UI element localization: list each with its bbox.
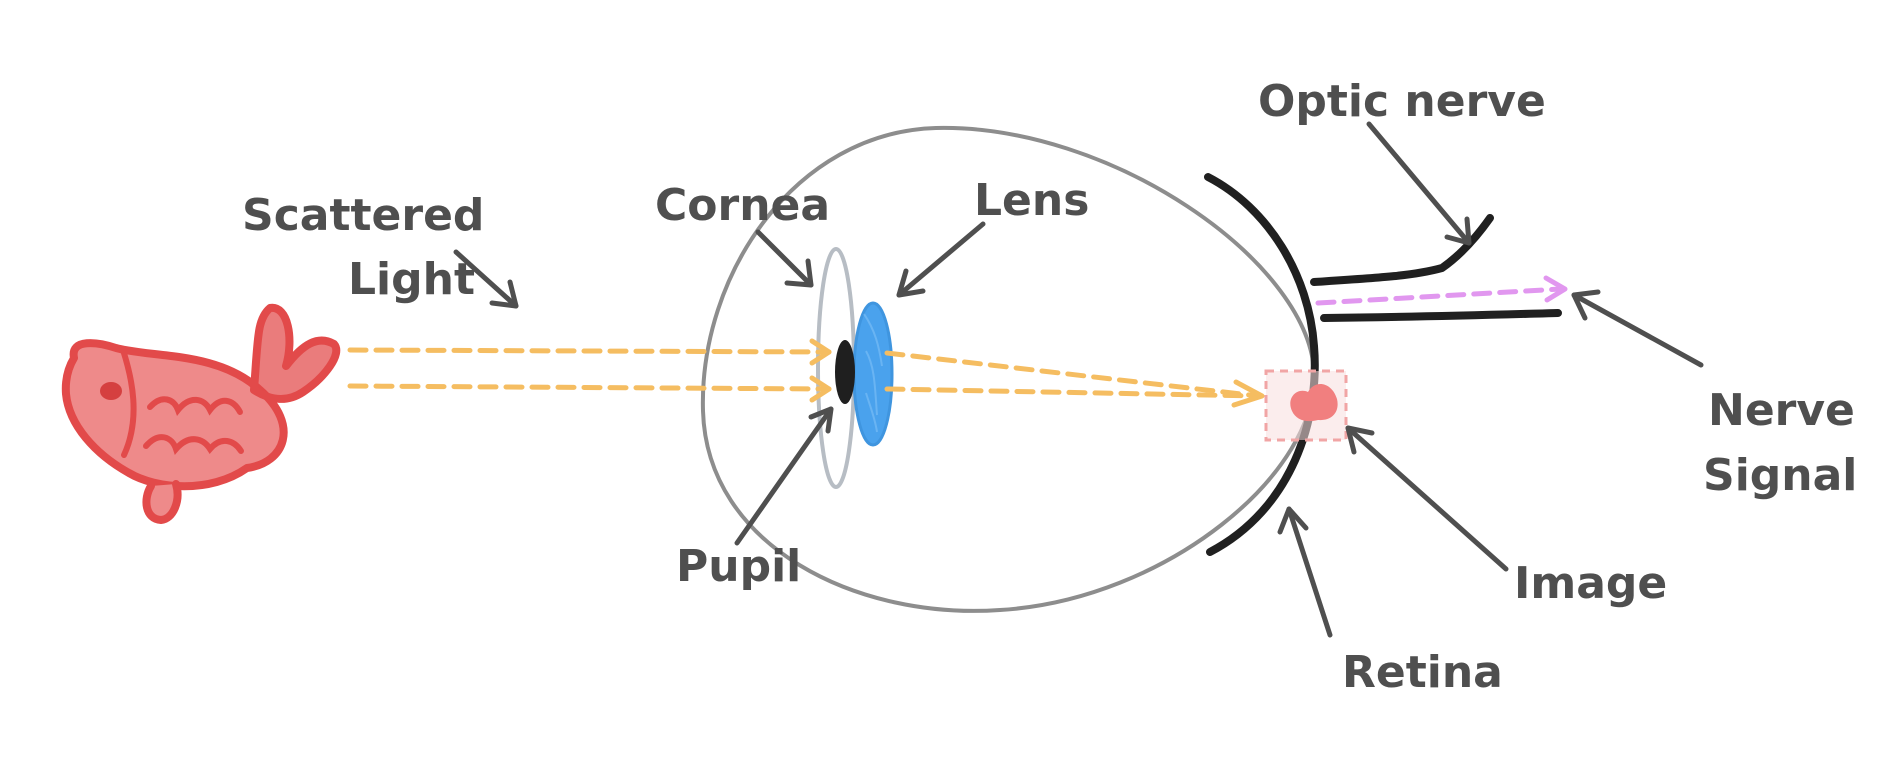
nerve-signal-arrow bbox=[1315, 275, 1568, 306]
scattered-light-label-line1: Scattered bbox=[242, 190, 484, 241]
scattered-light-label-line2: Light bbox=[348, 254, 475, 305]
retina-image bbox=[1264, 369, 1348, 442]
retina bbox=[1204, 173, 1319, 556]
retina-label: Retina bbox=[1342, 647, 1503, 698]
pupil-label: Pupil bbox=[676, 541, 801, 592]
optic-nerve bbox=[1310, 214, 1562, 322]
image-label: Image bbox=[1514, 558, 1667, 609]
nerve-signal-label-line2: Signal bbox=[1703, 450, 1857, 501]
light-rays bbox=[347, 338, 1265, 408]
fish-icon bbox=[61, 303, 341, 525]
lens-label: Lens bbox=[974, 175, 1089, 226]
pupil bbox=[835, 340, 855, 404]
cornea-label: Cornea bbox=[655, 180, 830, 231]
lens bbox=[852, 301, 894, 447]
optic-nerve-label: Optic nerve bbox=[1258, 76, 1546, 127]
label-arrows bbox=[453, 121, 1704, 638]
nerve-signal-label-line1: Nerve bbox=[1708, 385, 1855, 436]
eyeball-outline bbox=[700, 125, 1317, 613]
